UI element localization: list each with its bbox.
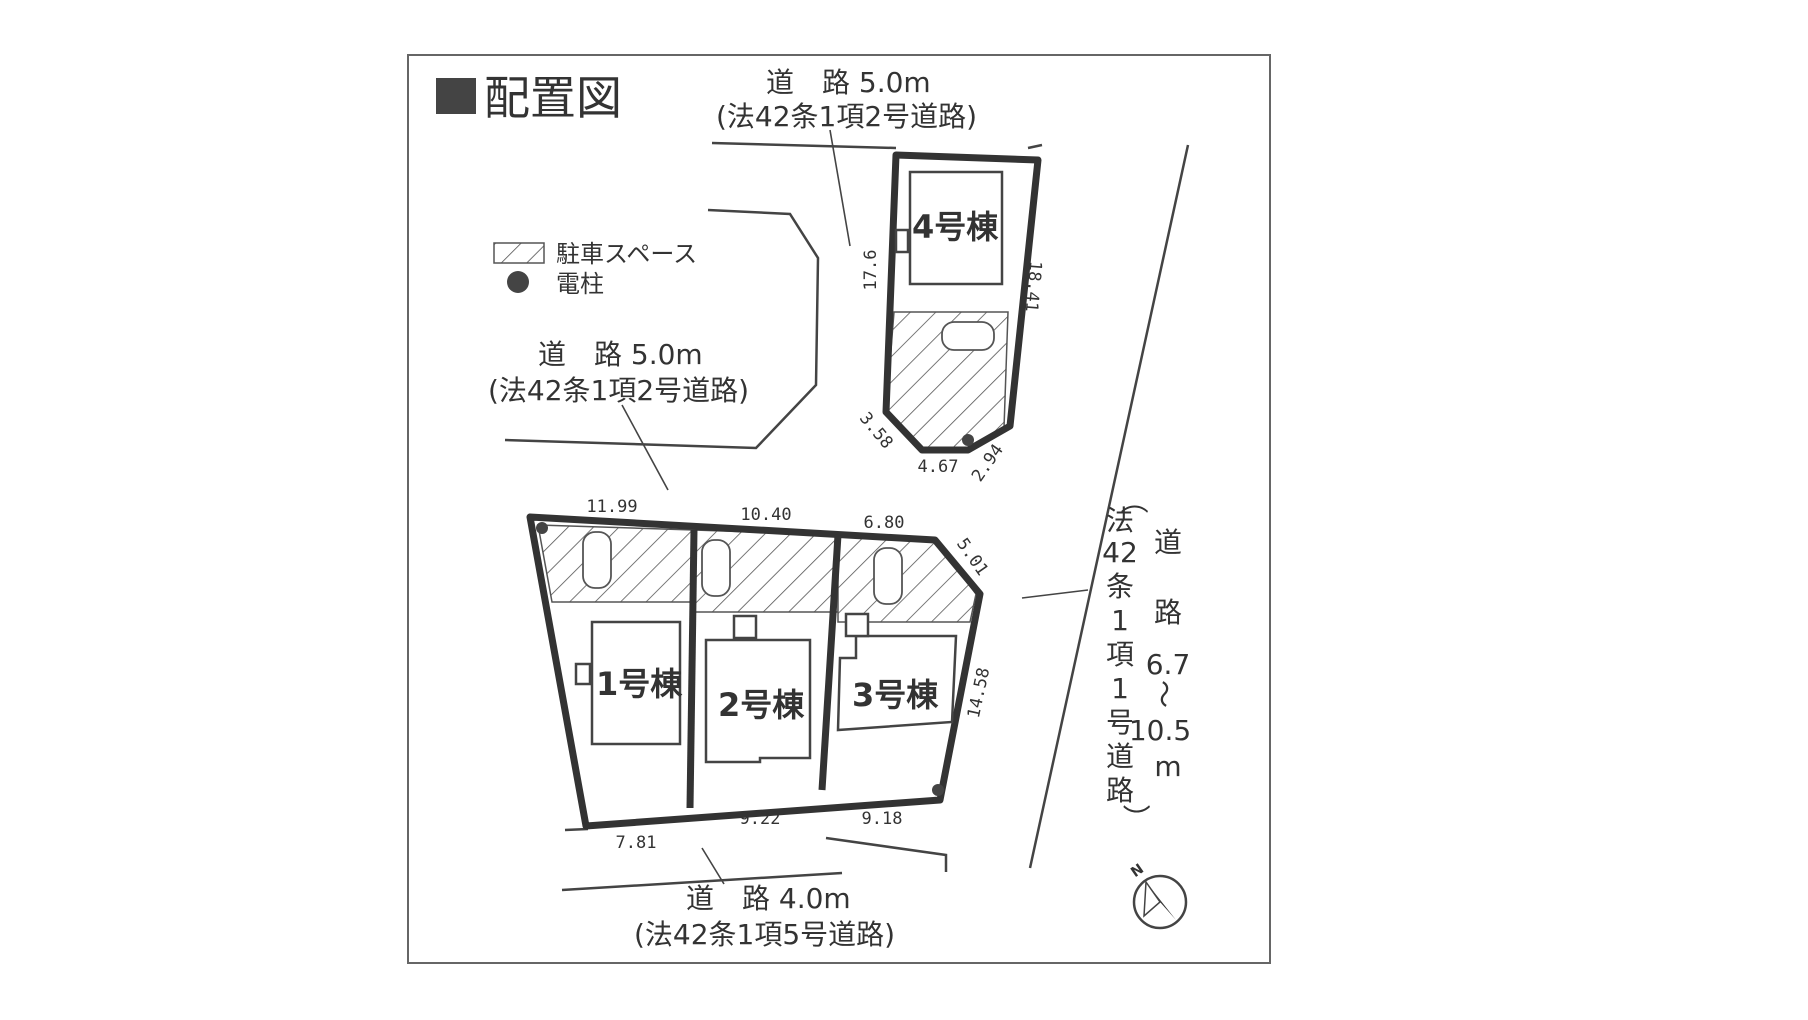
north-arrow-icon: N [1128, 861, 1188, 930]
pole-legend-icon [507, 271, 529, 293]
dim-17-6: 17.6 [861, 250, 881, 291]
dim-11-99: 11.99 [586, 497, 637, 517]
entrance-step [574, 662, 592, 686]
north-mark-label: N [1128, 861, 1147, 881]
svg-text:(法42条1項2号道路): (法42条1項2号道路) [716, 100, 977, 133]
east-road-name-char: m [1154, 750, 1181, 783]
east-road-law-char: 路 [1106, 774, 1134, 807]
utility-pole-icon [536, 522, 548, 534]
utility-pole-icon [932, 784, 944, 796]
building-3-label: 3号棟 [852, 676, 939, 714]
south-lots: 1号棟 2号棟 3号棟 [526, 513, 984, 830]
car-icon [582, 531, 612, 589]
building-1-label: 1号棟 [596, 665, 683, 703]
east-road-law-char: 項 [1106, 638, 1134, 671]
east-road-name-char: 6.7 [1146, 648, 1191, 681]
building-1 [590, 620, 682, 746]
lot-divider-2-3 [818, 534, 842, 791]
dim-10-40: 10.40 [740, 505, 791, 525]
south-lots-boundary [526, 513, 984, 830]
lot-4-boundary [882, 151, 1042, 454]
svg-text:道 路 4.0m: 道 路 4.0m [686, 882, 851, 915]
dim-7-81: 7.81 [616, 833, 657, 853]
building-3 [836, 634, 958, 732]
dim-14-58: 14.58 [964, 666, 994, 720]
east-road-name-char: 10.5 [1129, 714, 1191, 747]
legend-pole-label: 電柱 [556, 270, 604, 298]
east-road-name-char: 路 [1154, 596, 1182, 629]
dim-4-67: 4.67 [918, 457, 959, 477]
entrance-step [732, 614, 758, 640]
dim-9-18: 9.18 [862, 809, 903, 829]
svg-text:道 路 5.0m: 道 路 5.0m [538, 338, 703, 371]
legend: 駐車スペース 電柱 [493, 240, 697, 298]
north-road-label: 道 路 5.0m (法42条1項2号道路) [716, 66, 977, 247]
title-square-icon [436, 78, 476, 114]
east-road-law-char: 1 [1111, 604, 1129, 637]
building-2-label: 2号棟 [718, 686, 805, 724]
car-icon [701, 539, 731, 597]
car-icon [941, 321, 995, 351]
east-road-law-char: 道 [1106, 740, 1134, 773]
east-road-name-char: 道 [1154, 526, 1182, 559]
middle-road-label: 道 路 5.0m (法42条1項2号道路) [488, 338, 749, 491]
dim-18-41: 18.41 [1021, 260, 1045, 313]
dim-9-22: 9.22 [740, 809, 781, 829]
dim-6-80: 6.80 [864, 513, 905, 533]
svg-text:(法42条1項5号道路): (法42条1項5号道路) [634, 918, 895, 951]
road-edges [504, 141, 1190, 892]
svg-text:(法42条1項2号道路): (法42条1項2号道路) [488, 374, 749, 407]
east-road-law-char: 42 [1102, 536, 1138, 569]
svg-text:道 路 5.0m: 道 路 5.0m [766, 66, 931, 99]
lot-4: 4号棟 [882, 151, 1042, 454]
entrance-step [844, 612, 870, 638]
utility-pole-icon [962, 434, 974, 446]
east-road-law-char: 1 [1111, 672, 1129, 705]
east-road-law-char: ） [1119, 804, 1152, 832]
parking-space [537, 524, 695, 603]
east-road-law-char: （ [1117, 486, 1150, 514]
east-road-label: （ 法 42 条 1 項 1 号 道 路 ） 道 路 6.7 〜 10.5 m [1021, 486, 1191, 832]
diagram-frame [407, 54, 1271, 964]
parking-legend-swatch [493, 242, 545, 264]
page-title: 配置図 [484, 71, 622, 125]
east-road-law-char: 号 [1106, 706, 1134, 739]
building-2 [704, 638, 812, 764]
entrance-step [894, 228, 910, 254]
car-icon [873, 547, 903, 605]
lot-divider-1-2 [686, 529, 698, 809]
east-road-law-char: 条 [1106, 570, 1134, 603]
building-4-label: 4号棟 [912, 208, 999, 246]
east-road-name-char: 〜 [1147, 680, 1180, 708]
legend-parking-label: 駐車スペース [556, 240, 697, 268]
building-4 [908, 170, 1004, 286]
east-road-law-char: 法 [1106, 504, 1134, 537]
south-road-label: 道 路 4.0m (法42条1項5号道路) [634, 847, 895, 951]
